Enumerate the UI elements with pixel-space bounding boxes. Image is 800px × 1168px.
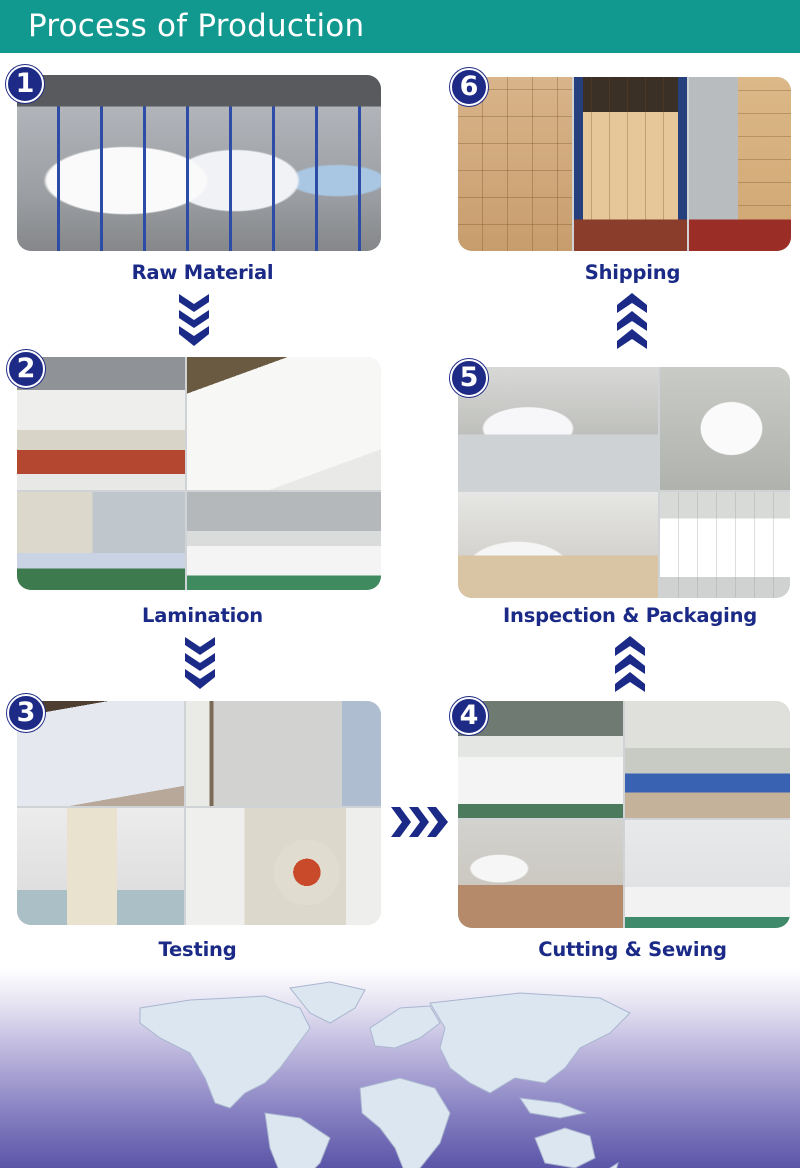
photo-sewing-room bbox=[625, 820, 790, 928]
step-5-number-badge: 5 bbox=[450, 359, 488, 397]
photo-loaded-container-blue bbox=[574, 77, 687, 251]
photo-sewing-workshop bbox=[625, 701, 790, 818]
photo-coating-machine bbox=[17, 492, 185, 590]
step-6-label: Shipping bbox=[584, 261, 681, 284]
page-title: Process of Production bbox=[28, 8, 365, 44]
step-4-photo-panel bbox=[458, 701, 790, 928]
step-6-number-badge: 6 bbox=[450, 68, 488, 106]
step-6-photo-panel bbox=[458, 77, 791, 251]
step-1-number-badge: 1 bbox=[6, 65, 44, 103]
photo-workers-inspecting bbox=[458, 367, 658, 490]
header-bar: Process of Production bbox=[0, 0, 800, 53]
photo-packing-table bbox=[458, 492, 658, 598]
photo-fabric-inspection-machine bbox=[17, 701, 184, 806]
world-map-icon bbox=[139, 981, 631, 1168]
photo-washing-machines bbox=[186, 808, 381, 925]
step-2-number-badge: 2 bbox=[7, 350, 45, 388]
step-3-photo-panel bbox=[17, 701, 381, 925]
step-5-photo-panel bbox=[458, 367, 790, 598]
chevron-down-icon bbox=[185, 637, 215, 689]
step-2-photo-panel bbox=[17, 357, 381, 590]
chevron-down-icon bbox=[179, 294, 209, 346]
photo-packaged-stacks bbox=[660, 492, 790, 598]
photo-loaded-container-grey bbox=[689, 77, 791, 251]
photo-lamination-line bbox=[17, 357, 185, 490]
step-3-label: Testing bbox=[158, 938, 237, 961]
chevron-right-icon bbox=[391, 807, 448, 837]
photo-pressure-tester bbox=[17, 808, 184, 925]
step-4-label: Cutting & Sewing bbox=[538, 938, 727, 961]
photo-inspection-station bbox=[186, 701, 381, 806]
step-3-number-badge: 3 bbox=[7, 694, 45, 732]
photo-fabric-roller bbox=[187, 357, 381, 490]
step-1-photo-panel bbox=[17, 75, 381, 251]
photo-raw-material-warehouse bbox=[17, 75, 381, 251]
chevron-up-icon bbox=[617, 293, 647, 349]
world-map-background bbox=[0, 968, 800, 1168]
step-5-label: Inspection & Packaging bbox=[502, 604, 758, 627]
photo-fabric-roll-workers bbox=[187, 492, 381, 590]
step-2-label: Lamination bbox=[142, 604, 263, 627]
photo-folding-products bbox=[660, 367, 790, 490]
chevron-up-icon bbox=[615, 636, 645, 692]
photo-sewing-closeup bbox=[458, 820, 623, 928]
step-4-number-badge: 4 bbox=[450, 697, 488, 735]
step-1-label: Raw Material bbox=[131, 261, 274, 284]
photo-cartons-in-container bbox=[458, 77, 572, 251]
